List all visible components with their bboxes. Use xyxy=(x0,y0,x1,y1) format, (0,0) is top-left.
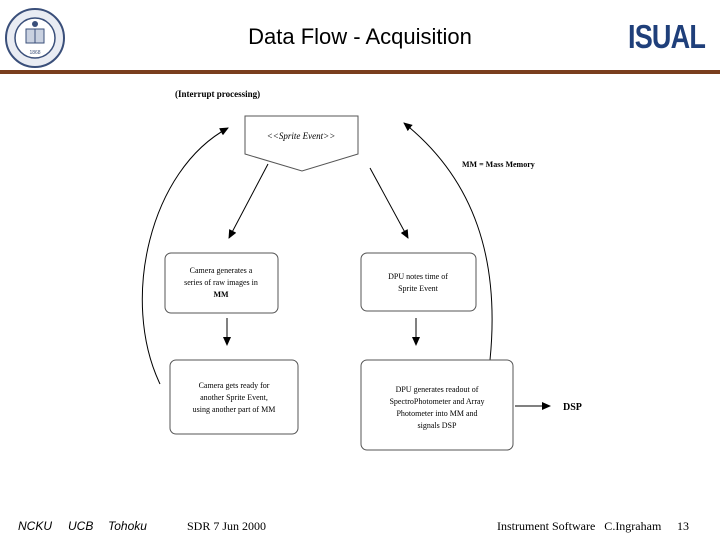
footer-tohoku: Tohoku xyxy=(108,519,147,533)
right-feedback-arrow xyxy=(403,122,493,361)
footer-ncku: NCKU xyxy=(18,519,53,533)
sprite-event-shape xyxy=(244,115,359,172)
seal-year-text: 1868 xyxy=(29,50,40,56)
mass-memory-note: MM = Mass Memory xyxy=(462,160,535,169)
sprite-to-dpu-arrow xyxy=(369,167,409,239)
dpu-box-2-line-2: SpectroPhotometer and Array xyxy=(389,397,484,406)
header-divider xyxy=(0,70,720,74)
camera-ready-box xyxy=(169,359,299,435)
camera-box-1-line-3: MM xyxy=(213,290,229,299)
camera-generates-box xyxy=(164,252,279,314)
dsp-label: DSP xyxy=(563,402,582,413)
camera-box-2-line-1: Camera gets ready for xyxy=(199,381,270,390)
sprite-event-label: <<Sprite Event>> xyxy=(267,131,336,141)
footer-credit: Instrument Software C.Ingraham xyxy=(497,519,662,533)
dpu-box-1-line-1: DPU notes time of xyxy=(388,272,448,281)
dpu-box-2-line-3: Photometer into MM and xyxy=(396,409,477,418)
camera-box-1-line-1: Camera generates a xyxy=(190,266,253,275)
footer-date: SDR 7 Jun 2000 xyxy=(187,519,267,533)
isual-logo: ISUAL xyxy=(628,18,706,55)
left-feedback-arrow xyxy=(141,127,229,385)
footer-page-number: 13 xyxy=(677,519,689,533)
camera-box-2-line-3: using another part of MM xyxy=(193,405,276,414)
university-seal-icon: 1868 xyxy=(5,8,65,68)
dpu-box-2-line-4: signals DSP xyxy=(418,421,457,430)
camera-box-2-line-2: another Sprite Event, xyxy=(200,393,268,402)
dpu-box-2-line-1: DPU generates readout of xyxy=(396,385,479,394)
footer-ucb: UCB xyxy=(68,519,94,533)
camera-box-1-line-2: series of raw images in xyxy=(184,278,258,287)
dpu-readout-box xyxy=(360,359,514,451)
dpu-notes-time-box xyxy=(360,252,477,312)
page-title: Data Flow - Acquisition xyxy=(248,24,472,49)
dpu-box-1-line-2: Sprite Event xyxy=(398,284,439,293)
interrupt-processing-label: (Interrupt processing) xyxy=(175,89,260,99)
sprite-to-camera-arrow xyxy=(228,163,269,239)
